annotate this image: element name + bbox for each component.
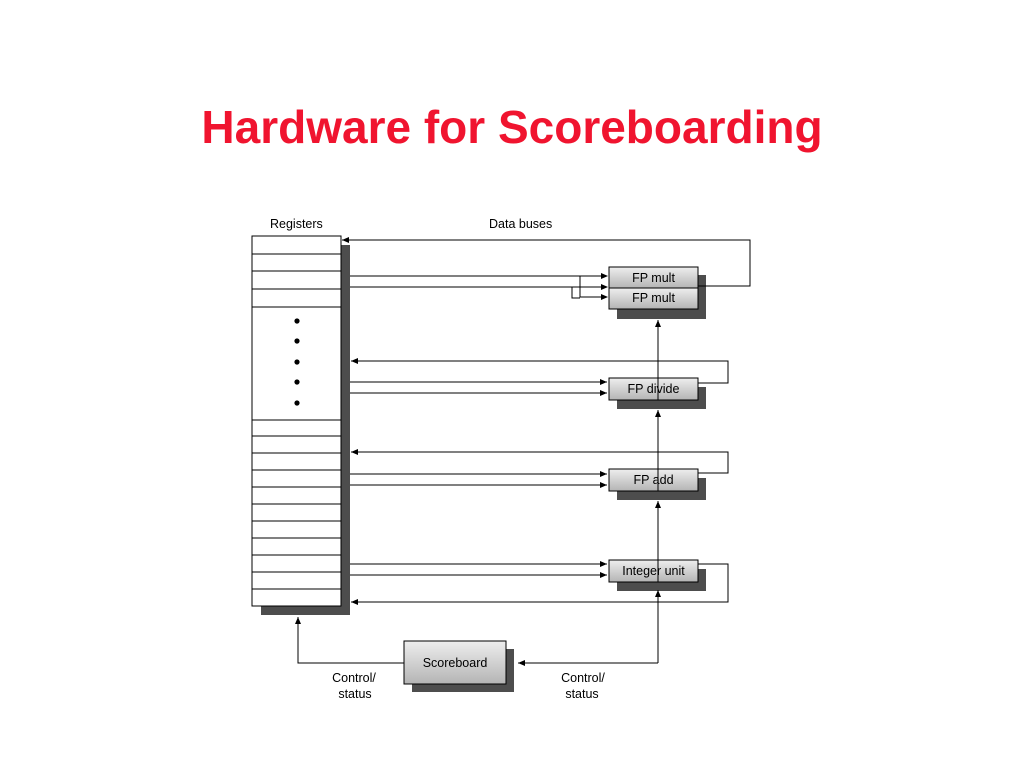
fp-mult-unit-2: FP mult xyxy=(608,287,699,310)
control-status-left-line2: status xyxy=(338,687,371,701)
fp-mult-label-1: FP mult xyxy=(632,271,675,285)
fp-mult-result-bus xyxy=(342,237,751,287)
scoreboard-box xyxy=(403,640,507,685)
registers-label: Registers xyxy=(270,217,323,231)
fp-mult-branch-1 xyxy=(579,276,607,298)
control-status-right: Control/ status xyxy=(561,671,605,701)
scoreboard-label: Scoreboard xyxy=(423,656,488,670)
control-status-left-line1: Control/ xyxy=(332,671,376,685)
control-status-left: Control/ status xyxy=(332,671,376,701)
fp-divide-label: FP divide xyxy=(628,382,680,396)
control-status-right-line2: status xyxy=(565,687,598,701)
register-rows xyxy=(252,253,341,590)
slide-title: Hardware for Scoreboarding xyxy=(201,101,823,153)
scoreboard-unit: Scoreboard xyxy=(403,640,507,685)
control-to-registers xyxy=(295,617,404,664)
control-status-right-line1: Control/ xyxy=(561,671,605,685)
data-bus-wires xyxy=(342,237,751,605)
control-status-wires xyxy=(295,320,661,666)
fp-mult-label-2: FP mult xyxy=(632,291,675,305)
fp-divide-unit: FP divide xyxy=(608,377,699,401)
fp-add-result-bus xyxy=(351,449,729,474)
fp-mult-input-arrows xyxy=(601,273,608,300)
integer-result-bus xyxy=(351,563,729,605)
data-buses-label: Data buses xyxy=(489,217,552,231)
fp-add-box xyxy=(608,468,699,492)
register-ellipsis xyxy=(294,318,300,406)
integer-unit: Integer unit xyxy=(608,559,699,583)
register-file xyxy=(251,235,350,615)
fp-add-label: FP add xyxy=(633,473,673,487)
fp-divide-result-bus xyxy=(351,358,729,384)
register-file-body xyxy=(251,235,342,607)
fp-mult-box-2 xyxy=(608,287,699,310)
integer-unit-label: Integer unit xyxy=(622,564,685,578)
integer-unit-box xyxy=(608,559,699,583)
fp-add-unit: FP add xyxy=(608,468,699,492)
fp-divide-box xyxy=(608,377,699,401)
fp-mult-branch-2 xyxy=(571,287,580,299)
fp-mult-unit-1: FP mult xyxy=(608,266,699,289)
